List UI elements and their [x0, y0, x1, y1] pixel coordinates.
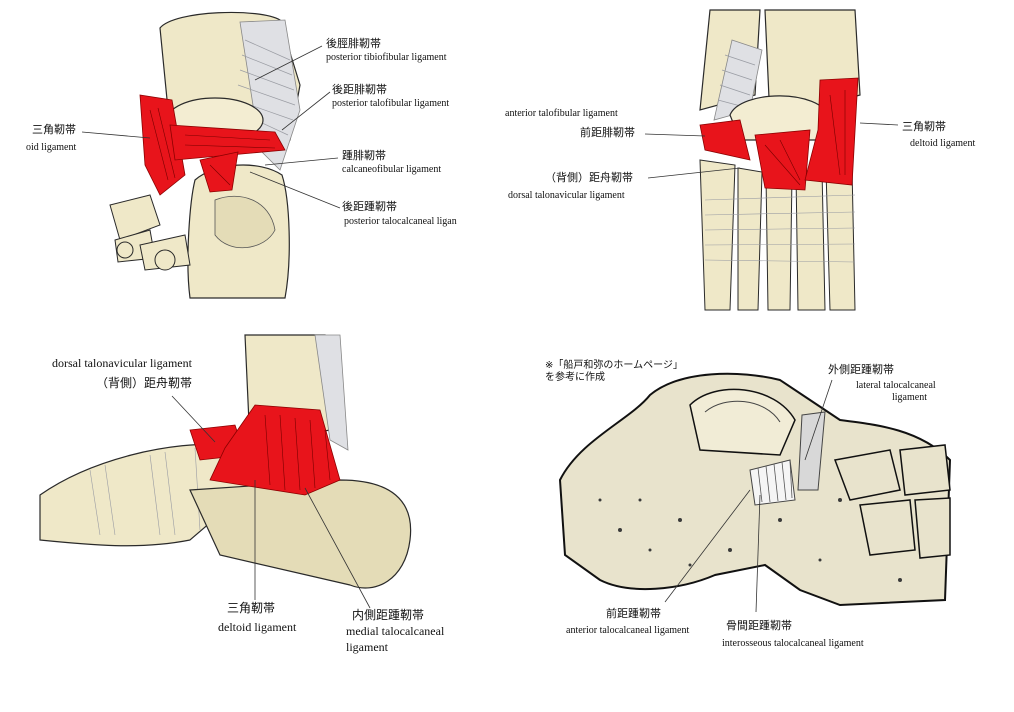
- label-ptf-jp: 後脛腓靭帯: [326, 37, 381, 50]
- anterior-ankle-illustration: [644, 9, 899, 311]
- label-ptc-en: posterior talocalcaneal ligan: [344, 216, 457, 227]
- panel-medial-ankle: dorsal talonavicular ligament （背側）距舟靭帯 三…: [30, 330, 490, 660]
- label-ptf-en: posterior tibiofibular ligament: [326, 52, 447, 63]
- label-atf-jp: 前距腓靭帯: [580, 126, 635, 139]
- label-ltc-en-1: lateral talocalcaneal: [856, 380, 936, 391]
- label-deltoid-jp: 三角靭帯: [32, 123, 76, 136]
- label-ltc-jp: 外側距踵靭帯: [828, 363, 894, 376]
- label-dtn-en-2: dorsal talonavicular ligament: [508, 190, 625, 201]
- label-itc-jp: 骨間距踵靭帯: [726, 619, 792, 632]
- label-deltoid-jp-2: 三角靭帯: [902, 120, 946, 133]
- label-itc-en: interosseous talocalcaneal ligament: [722, 638, 864, 649]
- label-deltoid-en-3: deltoid ligament: [218, 620, 297, 634]
- label-calc-jp: 踵腓靭帯: [342, 149, 386, 162]
- talocalcaneal-illustration: [558, 372, 952, 613]
- source-note-line2: を参考に作成: [545, 372, 605, 383]
- label-deltoid-jp-3: 三角靭帯: [227, 601, 276, 615]
- label-dtn-jp-2: （背側）距舟靭帯: [545, 171, 633, 184]
- label-dtn-en-3: dorsal talonavicular ligament: [52, 356, 192, 370]
- medial-ankle-illustration: [39, 334, 412, 609]
- label-atc-jp: 前距踵靭帯: [606, 607, 661, 620]
- panel-anterior-ankle: anterior talofibular ligament 前距腓靭帯 三角靭帯…: [500, 0, 1010, 320]
- label-atc-en: anterior talocalcaneal ligament: [566, 625, 690, 636]
- label-deltoid-en: oid ligament: [26, 142, 77, 153]
- label-atf-en: anterior talofibular ligament: [505, 108, 618, 119]
- label-deltoid-en-2: deltoid ligament: [910, 138, 976, 149]
- label-ptalo-en: posterior talofibular ligament: [332, 98, 450, 109]
- label-mtc-jp: 内側距踵靭帯: [352, 608, 425, 622]
- label-mtc-en-2: ligament: [346, 640, 388, 654]
- label-dtn-jp-3: （背側）距舟靭帯: [96, 376, 193, 390]
- label-ptalo-jp: 後距腓靭帯: [332, 83, 387, 96]
- panel-talocalcaneal: ※「船戸和弥のホームページ」 を参考に作成 外側距踵靭帯 lateral tal…: [540, 350, 1010, 660]
- posterior-ankle-illustration: [81, 11, 341, 299]
- label-ltc-en-2: ligament: [892, 392, 927, 403]
- label-ptc-jp: 後距踵靭帯: [342, 200, 397, 213]
- label-mtc-en-1: medial talocalcaneal: [346, 624, 445, 638]
- panel-posterior-ankle: 後脛腓靭帯 posterior tibiofibular ligament 後距…: [0, 0, 470, 310]
- label-calc-en: calcaneofibular ligament: [342, 164, 442, 175]
- source-note-line1: ※「船戸和弥のホームページ」: [545, 360, 683, 371]
